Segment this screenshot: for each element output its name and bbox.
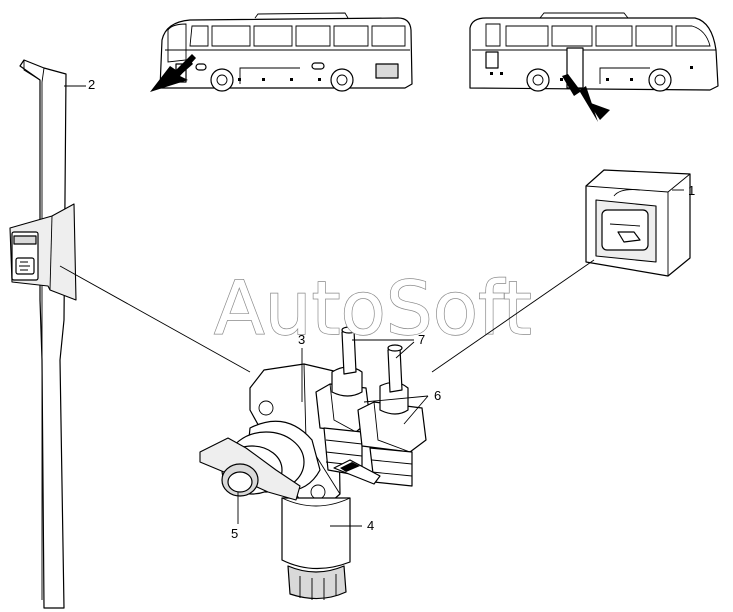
callout-5: 5 — [231, 526, 238, 541]
callout-4: 4 — [367, 518, 374, 533]
callout-7: 7 — [418, 332, 425, 347]
leader-lines — [59, 85, 684, 527]
callout-6: 6 — [434, 388, 441, 403]
bus-right-view — [469, 12, 719, 122]
callout-3: 3 — [298, 332, 305, 347]
watermark-text: AutoSoft — [214, 266, 532, 352]
callout-1: 1 — [688, 183, 695, 198]
pillar-panel — [9, 59, 77, 609]
bus-left-view — [150, 12, 413, 92]
switch-assembly — [585, 169, 691, 277]
callout-labels: 1 2 3 4 5 6 7 — [88, 77, 695, 541]
valve-assembly — [199, 326, 427, 600]
callout-2: 2 — [88, 77, 95, 92]
